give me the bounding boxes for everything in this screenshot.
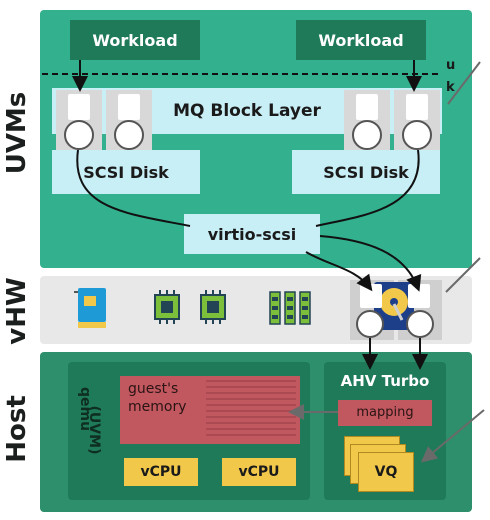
callout-middle	[445, 257, 481, 293]
queue-1-slot	[68, 94, 90, 120]
virtio-left-arrow	[305, 251, 373, 292]
mapping-label: mapping	[356, 405, 414, 420]
workload-right: Workload	[296, 20, 426, 60]
network-card-icon	[72, 286, 112, 330]
cpu-chip-icon	[196, 290, 230, 324]
queue-2-ring	[114, 120, 144, 150]
queue-3-slot	[356, 94, 378, 120]
scsi-disk-right: SCSI Disk	[292, 150, 440, 194]
vhw-queue-right-ring	[406, 310, 434, 338]
ahv-turbo-label: AHV Turbo	[340, 372, 430, 390]
disk-drive-icon	[372, 280, 416, 332]
mapping-box	[338, 400, 432, 426]
callout-top	[447, 61, 481, 105]
queue-4-slot	[406, 94, 428, 120]
user-kernel-marker-k: k	[446, 80, 455, 95]
vcpu-right: vCPU	[222, 458, 296, 486]
cpu-chip-icon	[150, 290, 184, 324]
guest-memory-pattern	[206, 380, 296, 440]
vhw-queue-left-ring	[356, 310, 384, 338]
memory-module-icon	[268, 288, 312, 328]
workload-left: Workload	[70, 20, 200, 60]
queue-3-ring	[352, 120, 382, 150]
guest-memory-label: guest's memory	[128, 381, 187, 415]
queue-4-ring	[402, 120, 432, 150]
queue-1-ring	[64, 120, 94, 150]
queue-2-slot	[118, 94, 140, 120]
vcpu-left: vCPU	[124, 458, 198, 486]
left-queue-connector	[76, 149, 191, 227]
right-queue-connector	[315, 149, 420, 227]
user-kernel-marker-u: u	[446, 58, 456, 73]
callout-bottom	[420, 409, 485, 463]
virtio-scsi: virtio-scsi	[184, 214, 320, 254]
vq-box: VQ	[358, 452, 414, 492]
virtio-right-arrow	[319, 235, 422, 292]
